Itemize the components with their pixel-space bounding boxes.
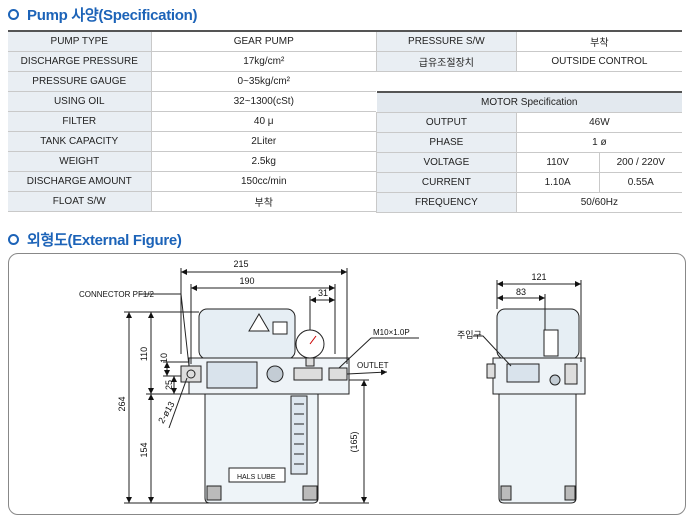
spec-label: USING OIL: [8, 91, 151, 112]
front-view: [124, 268, 419, 504]
dim-31: 31: [318, 288, 328, 298]
spec-value: 2Liter: [150, 131, 376, 152]
spec-value: 0~35kg/cm²: [150, 71, 376, 92]
dim-121: 121: [531, 272, 546, 282]
outlet-label: OUTLET: [357, 361, 389, 370]
spec-title-text: Pump 사양(Specification): [27, 7, 198, 24]
spec-value: 150cc/min: [150, 171, 376, 192]
spec-value: 부착: [150, 191, 376, 212]
spec-label: FREQUENCY: [376, 192, 517, 213]
circle-bullet-icon: [8, 9, 19, 20]
spec-label: VOLTAGE: [376, 152, 517, 173]
spec-label: PUMP TYPE: [8, 31, 151, 52]
spec-value: 0.55A: [598, 172, 682, 193]
spec-label: FILTER: [8, 111, 151, 132]
spec-value: 1.10A: [515, 172, 600, 193]
dim-154: 154: [139, 442, 149, 457]
spec-label: DISCHARGE PRESSURE: [8, 51, 151, 72]
spec-label: FLOAT S/W: [8, 191, 151, 212]
spec-section-title: Pump 사양(Specification): [8, 4, 197, 25]
dim-165: (165): [349, 431, 359, 452]
spec-value: GEAR PUMP: [150, 31, 376, 52]
inlet-label: 주입구: [457, 329, 482, 340]
dim-215: 215: [233, 259, 248, 269]
spec-value: 110V: [515, 152, 600, 173]
external-figure-drawing: 215 190 31 CONNECTOR PF1/2 M10×1.0P OUTL…: [79, 259, 586, 504]
dim-hole: 2-ø13: [156, 400, 176, 425]
spec-value: 17kg/cm²: [150, 51, 376, 72]
spec-label: PRESSURE S/W: [376, 31, 517, 52]
spec-label: PHASE: [376, 132, 517, 153]
brand-label: HALS LUBE: [237, 474, 276, 481]
spec-value: 1 ø: [515, 132, 682, 153]
spec-label: TANK CAPACITY: [8, 131, 151, 152]
dim-10: 10: [159, 353, 169, 363]
blank-cell: [376, 71, 682, 92]
table-row: [376, 71, 682, 92]
figure-section-title: 외형도(External Figure): [8, 229, 182, 250]
dim-83: 83: [516, 287, 526, 297]
spec-label: DISCHARGE AMOUNT: [8, 171, 151, 192]
figure-title-text: 외형도(External Figure): [27, 232, 182, 249]
spec-value: 부착: [515, 31, 682, 52]
spec-label: 급유조절장치: [376, 51, 517, 72]
spec-label: CURRENT: [376, 172, 517, 193]
table-row: MOTOR Specification: [376, 91, 682, 113]
side-view: [473, 280, 586, 504]
spec-label: WEIGHT: [8, 151, 151, 172]
dim-110: 110: [139, 347, 149, 361]
spec-value: 2.5kg: [150, 151, 376, 172]
motor-heading: MOTOR Specification: [376, 91, 682, 113]
spec-value: 46W: [515, 112, 682, 133]
connector-label: CONNECTOR PF1/2: [79, 290, 155, 299]
spec-label: OUTPUT: [376, 112, 517, 133]
spec-value: 32~1300(cSt): [150, 91, 376, 112]
external-figure-panel: 215 190 31 CONNECTOR PF1/2 M10×1.0P OUTL…: [8, 253, 686, 515]
spec-label: PRESSURE GAUGE: [8, 71, 151, 92]
warning-icon: [248, 313, 270, 332]
circle-bullet-icon: [8, 234, 19, 245]
dim-25: 25: [164, 380, 174, 390]
spec-value: 200 / 220V: [598, 152, 682, 173]
spec-value: 50/60Hz: [515, 192, 682, 213]
thread-label: M10×1.0P: [373, 328, 410, 337]
spec-value: OUTSIDE CONTROL: [515, 51, 682, 72]
spec-value: 40 μ: [150, 111, 376, 132]
dim-264: 264: [117, 396, 127, 411]
dim-190: 190: [239, 276, 254, 286]
